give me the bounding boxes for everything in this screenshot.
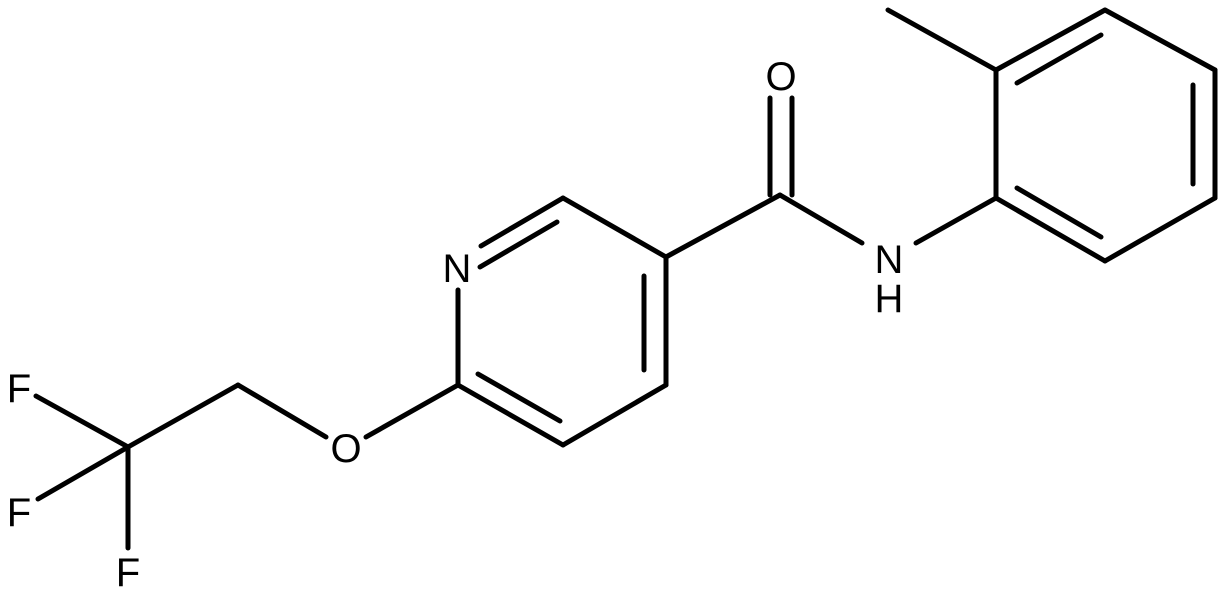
atom-hydrogen-amide: H xyxy=(875,277,904,321)
atom-fluorine-2: F xyxy=(7,491,31,535)
bond-n-c2 xyxy=(478,195,566,249)
tolyl-ring xyxy=(885,7,1218,264)
bond-n-c2-double xyxy=(477,219,560,270)
bond-ar2-ar3 xyxy=(993,7,1108,73)
bond-n-aryl xyxy=(913,195,999,246)
pyridine-ring xyxy=(455,195,669,448)
bond-carbonyl-n xyxy=(777,192,865,246)
atom-oxygen-ether: O xyxy=(330,427,361,471)
bond-ar6-ar1-double xyxy=(1014,185,1104,240)
bond-o-ch2 xyxy=(235,382,329,440)
bond-ar3-ar4 xyxy=(1102,7,1218,73)
atom-fluorine-1: F xyxy=(7,367,31,411)
bond-c4-c5 xyxy=(560,382,669,448)
amide-group xyxy=(663,95,999,260)
bond-ar2-ar3-double xyxy=(1014,32,1104,86)
bond-ar6-ar1 xyxy=(993,195,1108,264)
bond-ch2-cf3 xyxy=(125,382,241,450)
bond-c2-c3 xyxy=(560,195,669,260)
bond-c3-carbonyl xyxy=(663,192,783,260)
atom-nitrogen-pyridine: N xyxy=(443,247,472,291)
bond-methyl xyxy=(885,7,999,73)
atom-fluorine-3: F xyxy=(116,551,140,595)
bond-c5-c6-double xyxy=(475,371,563,424)
trifluoroethoxy-group xyxy=(33,382,461,551)
bond-c5-c6 xyxy=(455,382,566,448)
bond-ar5-ar6 xyxy=(1102,195,1218,264)
atom-nitrogen-amide: N xyxy=(875,238,904,282)
bond-cf3-f1 xyxy=(33,393,131,450)
atom-oxygen-carbonyl: O xyxy=(765,55,796,99)
bond-cf3-f2 xyxy=(35,444,131,502)
bond-c6-o xyxy=(363,382,461,440)
